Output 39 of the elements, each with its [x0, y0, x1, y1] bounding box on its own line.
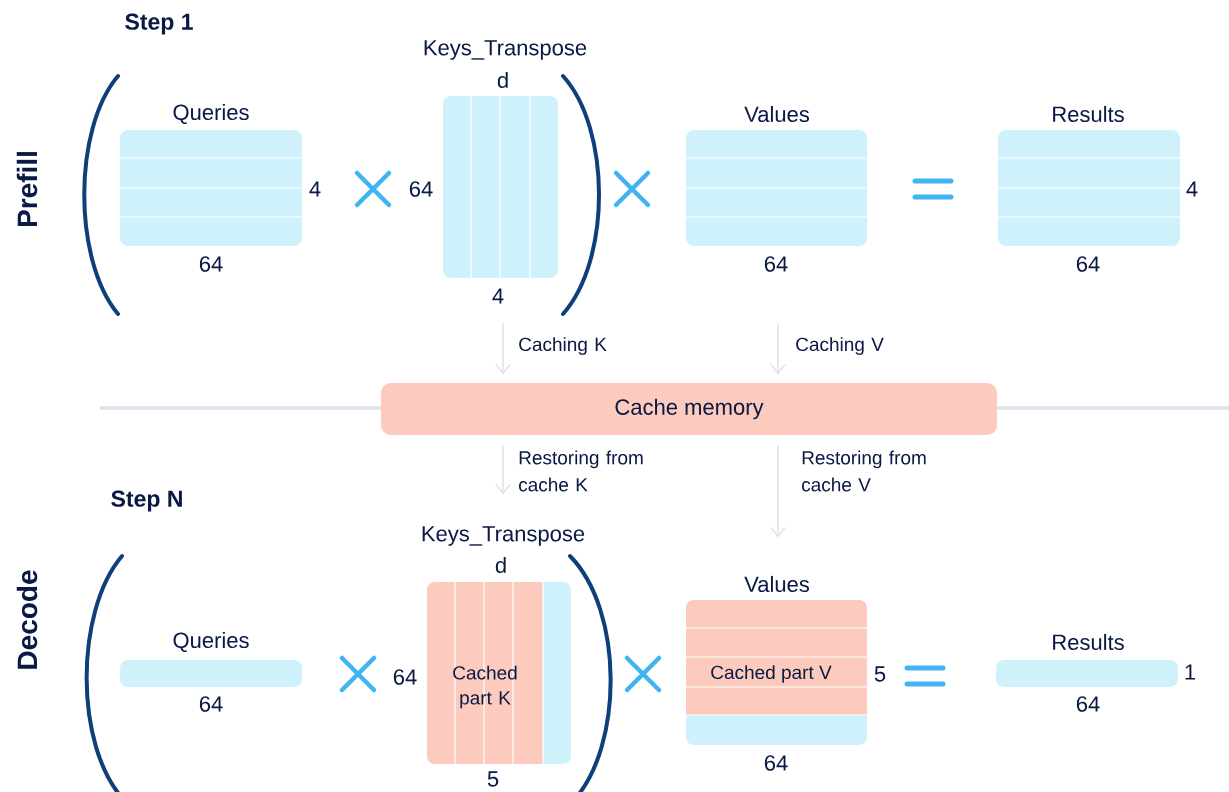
matrix-title: Queries — [173, 631, 249, 653]
phase-label: Prefill — [16, 152, 38, 227]
dimension-label: 5 — [487, 771, 499, 787]
dimension-label: 4 — [309, 181, 321, 197]
matrix-box: Cached part K — [427, 581, 571, 765]
dimension-label: 64 — [199, 696, 223, 712]
matrix-title: Keys_Transpose — [424, 40, 587, 60]
dimension-label: 4 — [1186, 181, 1198, 197]
matrix-box: Cached part V — [685, 600, 868, 745]
dimension-label: d — [497, 71, 508, 89]
matrix-title: Queries — [173, 103, 249, 125]
edge-label: Caching K — [519, 337, 607, 355]
arrow — [495, 322, 511, 375]
dimension-label: 4 — [492, 288, 504, 304]
memory-bar: Cache memory — [381, 383, 997, 435]
dimension-label: 64 — [764, 755, 788, 771]
dimension-label: 1 — [1185, 664, 1196, 680]
edge-label: Restoring from cache K — [519, 450, 643, 492]
dimension-label: 5 — [874, 666, 886, 682]
dimension-label: 64 — [409, 181, 433, 197]
arrow — [770, 444, 786, 538]
edge-label: Restoring from cache V — [802, 450, 926, 492]
dimension-label: 64 — [1076, 256, 1100, 272]
arrow — [495, 444, 511, 495]
dimension-label: 64 — [764, 256, 788, 272]
step-label: Step N — [111, 490, 182, 512]
matrix-title: Keys_Transpose — [422, 526, 585, 546]
phase-label: Decode — [16, 570, 38, 669]
matrix-title: Results — [1053, 105, 1124, 123]
edge-label: Caching V — [796, 337, 884, 355]
arrow — [770, 322, 786, 375]
matrix-title: Values — [744, 575, 809, 593]
dimension-label: 64 — [393, 669, 417, 685]
matrix-title: Results — [1053, 633, 1124, 651]
step-label: Step 1 — [125, 13, 193, 35]
dimension-label: d — [495, 556, 506, 574]
dimension-label: 64 — [1076, 696, 1100, 712]
matrix-title: Values — [744, 105, 809, 123]
dimension-label: 64 — [199, 256, 223, 272]
